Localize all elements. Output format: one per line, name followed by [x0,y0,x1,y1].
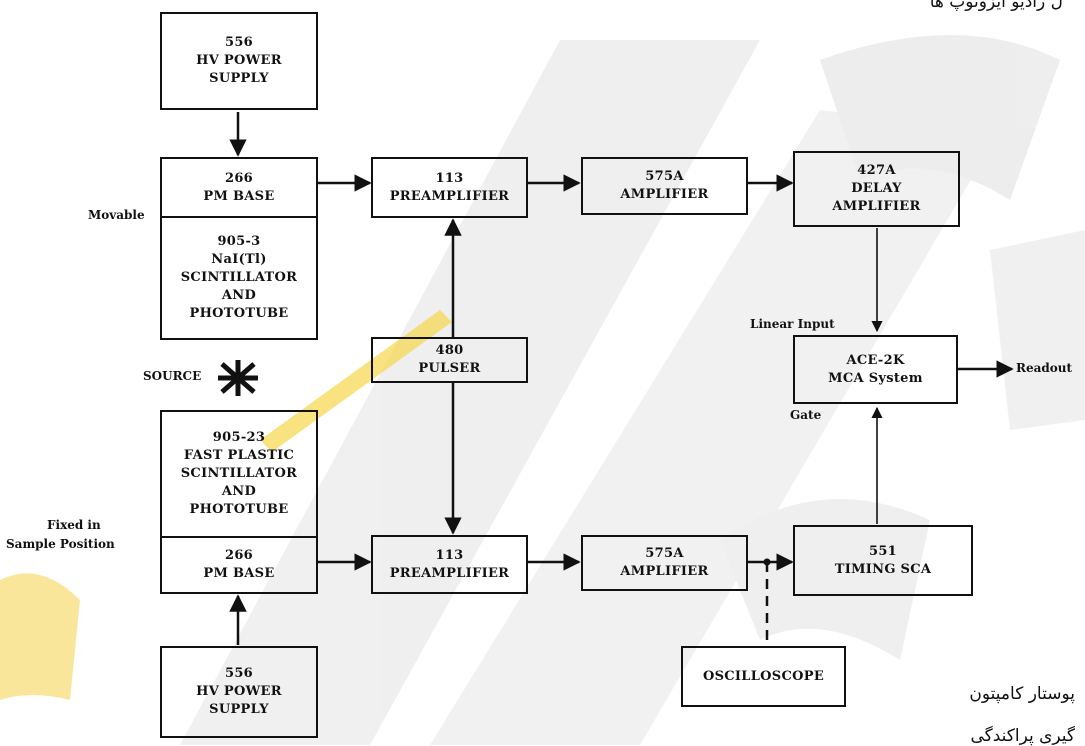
fixed-in-label: Fixed in [47,518,101,532]
persian-bottom-line2: گیری پراکندگی [970,726,1075,746]
linear-input-label: Linear Input [750,317,835,331]
gate-label: Gate [790,408,822,422]
persian-top-fragment: ل رادیو ایزوتوپ ها [929,0,1063,12]
source-label: SOURCE [143,369,202,383]
oscilloscope: OSCILLOSCOPE [681,646,846,707]
persian-bottom-line1: پوستار کامپتون [969,684,1075,704]
readout-label: Readout [1016,361,1073,375]
sample-position-label: Sample Position [6,537,115,551]
source-asterisk-icon [218,360,258,396]
movable-label: Movable [88,208,145,222]
